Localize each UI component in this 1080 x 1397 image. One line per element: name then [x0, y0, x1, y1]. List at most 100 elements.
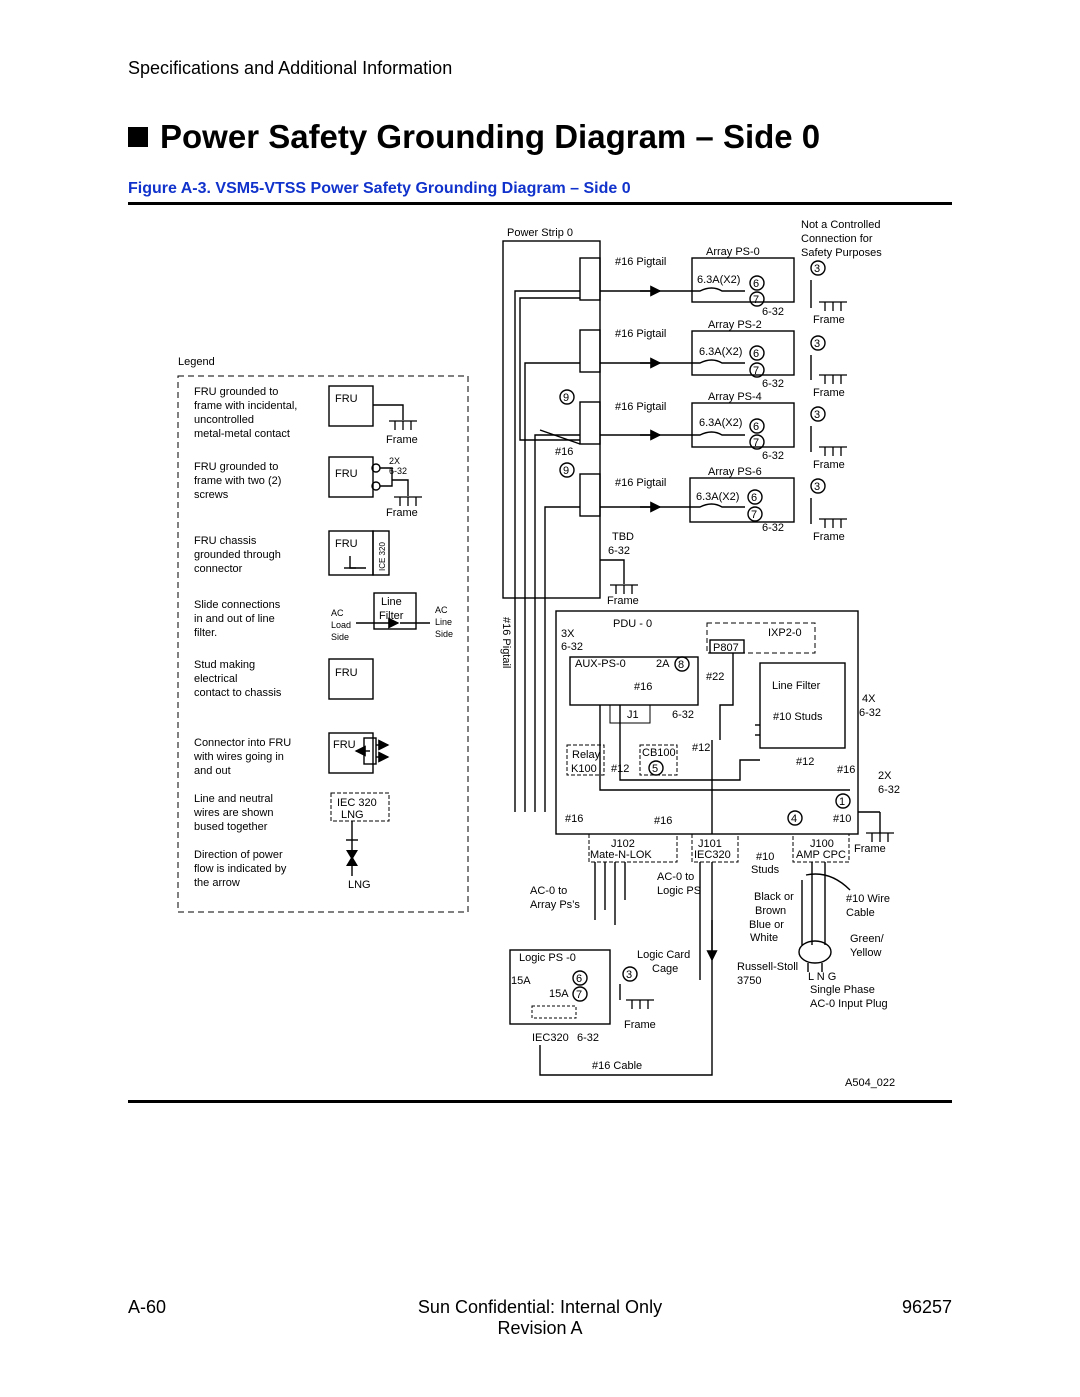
legend-item1-line4: metal-metal contact [194, 428, 290, 440]
svg-text:CB100: CB100 [642, 747, 676, 759]
pigtail-4: #16 Pigtail [615, 401, 666, 413]
svg-text:6: 6 [751, 492, 757, 504]
svg-text:AUX-PS-0: AUX-PS-0 [575, 658, 626, 670]
legend-item7-line2: wires are shown [193, 807, 273, 819]
legend-item1-line1: FRU grounded to [194, 386, 278, 398]
array-ps-0-label: Array PS-0 [706, 246, 760, 258]
legend-item5-line2: electrical [194, 673, 237, 685]
svg-text:P807: P807 [713, 642, 739, 654]
svg-text:#10 Studs: #10 Studs [773, 711, 823, 723]
svg-text:6: 6 [753, 421, 759, 433]
legend-fru-5: FRU [335, 667, 358, 679]
pdu-label: PDU - 0 [613, 618, 652, 630]
legend-item8-line3: the arrow [194, 877, 240, 889]
svg-text:6.3A(X2): 6.3A(X2) [699, 417, 742, 429]
svg-text:3: 3 [626, 969, 632, 981]
legend-line-right: Line [435, 617, 452, 627]
svg-text:Relay: Relay [572, 749, 601, 761]
array-ps-6-label: Array PS-6 [708, 466, 762, 478]
svg-text:6-32: 6-32 [878, 784, 900, 796]
svg-text:Cage: Cage [652, 963, 678, 975]
svg-text:6: 6 [753, 278, 759, 290]
legend-frame-1: Frame [386, 434, 418, 446]
legend-item8-line2: flow is indicated by [194, 863, 287, 875]
svg-text:1: 1 [839, 796, 845, 808]
svg-text:#16: #16 [565, 813, 583, 825]
svg-text:#10: #10 [833, 813, 851, 825]
page-title: Power Safety Grounding Diagram – Side 0 [128, 118, 820, 156]
svg-text:IEC320: IEC320 [694, 849, 731, 861]
svg-text:15A: 15A [511, 975, 531, 987]
page-title-text: Power Safety Grounding Diagram – Side 0 [160, 118, 821, 155]
svg-text:5: 5 [652, 763, 658, 775]
svg-text:3X: 3X [561, 628, 575, 640]
svg-text:Brown: Brown [755, 905, 786, 917]
legend-fru-2: FRU [335, 468, 358, 480]
svg-text:Mate-N-LOK: Mate-N-LOK [590, 849, 652, 861]
pigtail-2: #16 Pigtail [615, 328, 666, 340]
svg-text:Frame: Frame [813, 459, 845, 471]
array-ps-2-label: Array PS-2 [708, 319, 762, 331]
svg-text:6-32: 6-32 [859, 707, 881, 719]
svg-text:AMP CPC: AMP CPC [796, 849, 846, 861]
legend-item6-line1: Connector into FRU [194, 737, 291, 749]
svg-text:7: 7 [753, 294, 759, 306]
svg-text:6-32: 6-32 [577, 1032, 599, 1044]
legend-filter-2: Filter [379, 610, 404, 622]
svg-text:Frame: Frame [607, 595, 639, 607]
svg-text:9: 9 [563, 392, 569, 404]
legend-item5-line1: Stud making [194, 659, 255, 671]
svg-text:6: 6 [576, 973, 582, 985]
figure-caption: Figure A-3. VSM5-VTSS Power Safety Groun… [128, 180, 631, 197]
running-header: Specifications and Additional Informatio… [128, 58, 453, 78]
svg-text:9: 9 [563, 465, 569, 477]
legend-item7-line3: bused together [194, 821, 268, 833]
legend-item7-line1: Line and neutral [194, 793, 273, 805]
legend-iec320: IEC 320 [337, 797, 377, 809]
svg-text:3: 3 [814, 409, 820, 421]
svg-text:Single Phase: Single Phase [810, 984, 875, 996]
svg-text:6: 6 [753, 348, 759, 360]
svg-text:7: 7 [753, 365, 759, 377]
pigtail-vertical-label: #16 Pigtail [500, 617, 512, 668]
svg-text:#16: #16 [837, 764, 855, 776]
grounding-diagram: Legend FRU grounded to frame with incide… [177, 219, 900, 1089]
array-ps-4: #16 Pigtail Array PS-4 6.3A(X2) 6 7 3 6-… [579, 391, 848, 471]
svg-text:6-32: 6-32 [762, 306, 784, 318]
svg-text:IEC320: IEC320 [532, 1032, 569, 1044]
legend-item4-line3: filter. [194, 627, 217, 639]
svg-text:Logic PS -0: Logic PS -0 [519, 952, 576, 964]
svg-text:#10: #10 [756, 851, 774, 863]
legend-side-left: Side [331, 632, 349, 642]
svg-text:6-32: 6-32 [672, 709, 694, 721]
svg-text:Array Ps’s: Array Ps’s [530, 899, 580, 911]
array-ps-2: #16 Pigtail Array PS-2 6.3A(X2) 6 7 3 6-… [579, 319, 848, 399]
svg-text:#10 Wire: #10 Wire [846, 893, 890, 905]
svg-text:8: 8 [678, 659, 684, 671]
svg-text:3: 3 [814, 263, 820, 275]
legend-item3-line1: FRU chassis [194, 535, 257, 547]
svg-text:4X: 4X [862, 693, 876, 705]
svg-text:6-32: 6-32 [608, 545, 630, 557]
legend-item3-line3: connector [194, 563, 243, 575]
drawing-id: A504_022 [845, 1077, 895, 1089]
legend-ac-left: AC [331, 608, 344, 618]
pigtail-0: #16 Pigtail [615, 256, 666, 268]
svg-text:Yellow: Yellow [850, 947, 881, 959]
svg-text:AC-0 to: AC-0 to [530, 885, 567, 897]
svg-text:#22: #22 [706, 671, 724, 683]
doc-number: 96257 [901, 1297, 952, 1317]
svg-text:AC-0 Input Plug: AC-0 Input Plug [810, 998, 888, 1010]
legend-item6-line2: with wires going in [193, 751, 284, 763]
svg-text:6.3A(X2): 6.3A(X2) [699, 346, 742, 358]
svg-text:J102: J102 [611, 838, 635, 850]
svg-text:Blue or: Blue or [749, 919, 784, 931]
top-rule [128, 202, 952, 205]
legend-item8-line1: Direction of power [194, 849, 283, 861]
array-ps-6: #16 Pigtail Array PS-6 6.3A(X2) 6 7 3 6-… [579, 466, 848, 543]
svg-text:3: 3 [814, 481, 820, 493]
svg-text:6.3A(X2): 6.3A(X2) [697, 274, 740, 286]
svg-text:3: 3 [814, 338, 820, 350]
svg-text:15A: 15A [549, 988, 569, 1000]
legend-item5-line3: contact to chassis [194, 687, 282, 699]
